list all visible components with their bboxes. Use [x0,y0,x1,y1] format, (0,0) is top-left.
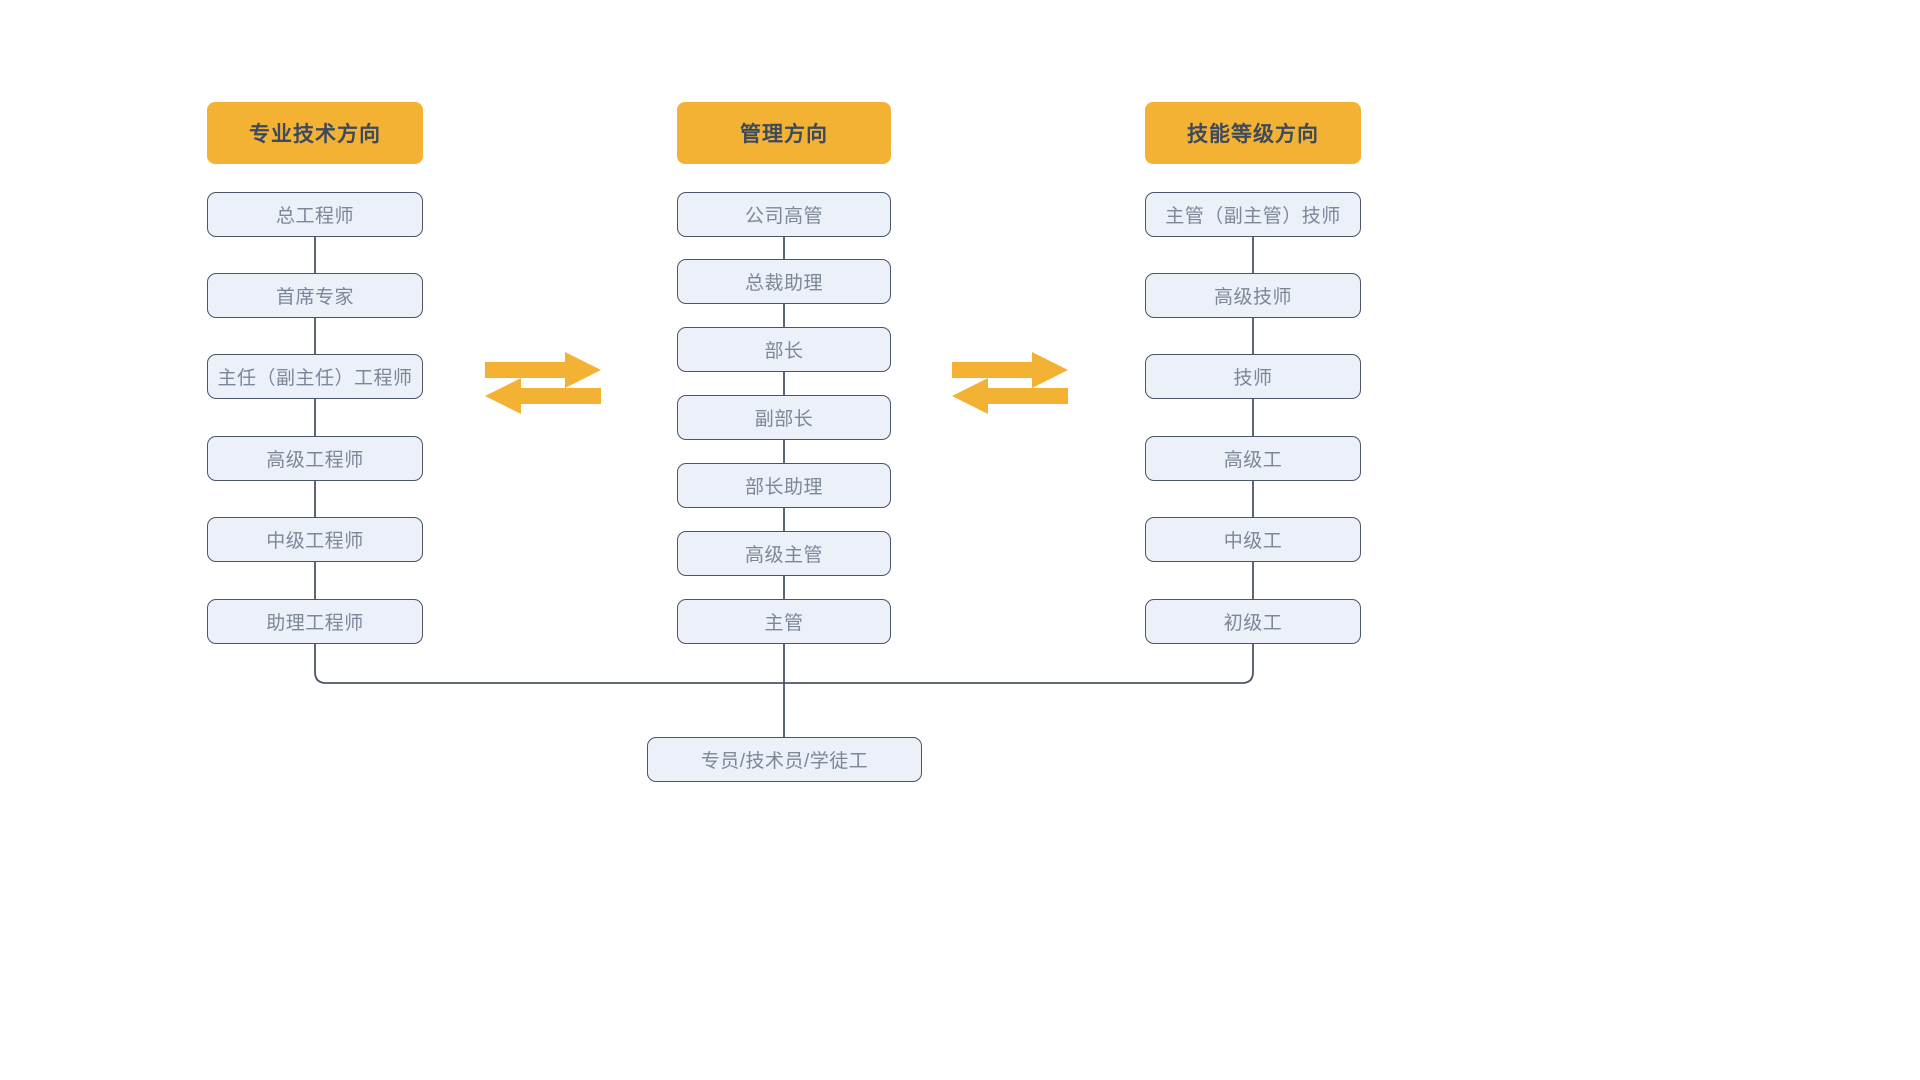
node-label: 总工程师 [275,206,354,227]
edge-right-to-center [784,644,1254,684]
node-management-7[interactable]: 主管 [677,599,891,644]
node-management-1[interactable]: 公司高管 [677,192,891,237]
arrow-right-icon [485,352,601,388]
node-skill-2[interactable]: 高级技师 [1145,273,1361,318]
node-skill-5[interactable]: 中级工 [1145,517,1361,562]
node-management-2[interactable]: 总裁助理 [677,259,891,304]
column-header-label: 管理方向 [740,123,828,146]
node-label: 初级工 [1223,613,1283,634]
node-label: 主管 [764,613,804,634]
arrow-left-icon [485,378,601,414]
node-label: 副部长 [754,409,814,430]
node-professional-5[interactable]: 中级工程师 [207,517,423,562]
node-label: 部长 [764,341,804,362]
transfer-arrows-left[interactable] [483,348,603,418]
node-skill-3[interactable]: 技师 [1145,354,1361,399]
node-label: 首席专家 [275,287,354,308]
node-label: 主任（副主任）工程师 [217,368,413,389]
node-skill-4[interactable]: 高级工 [1145,436,1361,481]
node-management-6[interactable]: 高级主管 [677,531,891,576]
node-professional-6[interactable]: 助理工程师 [207,599,423,644]
column-header-skill-level[interactable]: 技能等级方向 [1145,102,1361,164]
node-management-4[interactable]: 副部长 [677,395,891,440]
node-label: 高级工程师 [266,450,364,471]
node-label: 技师 [1233,368,1273,389]
node-professional-1[interactable]: 总工程师 [207,192,423,237]
column-header-label: 技能等级方向 [1187,123,1319,146]
node-label: 中级工 [1223,531,1283,552]
node-label: 公司高管 [744,206,823,227]
column-header-label: 专业技术方向 [249,123,381,146]
node-skill-6[interactable]: 初级工 [1145,599,1361,644]
node-label: 专员/技术员/学徒工 [700,751,869,772]
column-header-management[interactable]: 管理方向 [677,102,891,164]
arrow-left-icon [952,378,1068,414]
node-management-5[interactable]: 部长助理 [677,463,891,508]
node-professional-4[interactable]: 高级工程师 [207,436,423,481]
transfer-arrows-right[interactable] [950,348,1070,418]
edge-left-to-center [314,644,784,684]
node-label: 高级主管 [744,545,823,566]
node-label: 高级工 [1223,450,1283,471]
column-header-professional-technical[interactable]: 专业技术方向 [207,102,423,164]
node-professional-2[interactable]: 首席专家 [207,273,423,318]
node-entry-level[interactable]: 专员/技术员/学徒工 [647,737,922,782]
node-label: 中级工程师 [266,531,364,552]
node-label: 助理工程师 [266,613,364,634]
node-label: 主管（副主管）技师 [1165,206,1341,227]
node-label: 部长助理 [744,477,823,498]
node-label: 总裁助理 [744,273,823,294]
arrow-right-icon [952,352,1068,388]
node-label: 高级技师 [1213,287,1292,308]
node-skill-1[interactable]: 主管（副主管）技师 [1145,192,1361,237]
node-management-3[interactable]: 部长 [677,327,891,372]
node-professional-3[interactable]: 主任（副主任）工程师 [207,354,423,399]
